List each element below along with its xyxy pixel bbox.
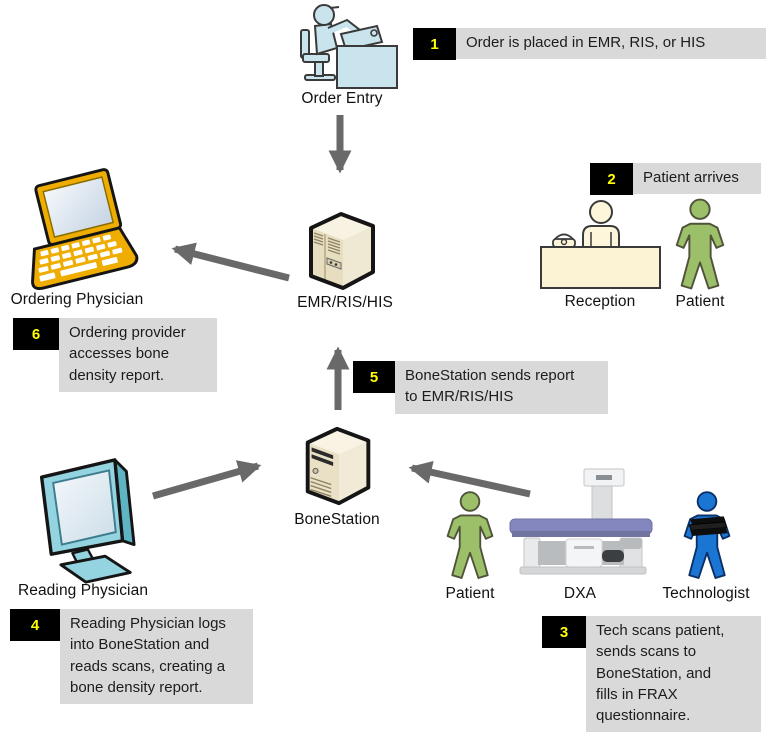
technologist-label: Technologist xyxy=(662,585,750,602)
ordering-physician-label: Ordering Physician xyxy=(10,291,144,308)
step-6-text: Ordering provider accesses bone density … xyxy=(59,318,217,392)
order-entry-icon xyxy=(283,2,401,90)
order-entry-label: Order Entry xyxy=(301,90,383,107)
step-3-text: Tech scans patient, sends scans to BoneS… xyxy=(586,616,761,733)
emr-server-icon xyxy=(303,202,381,294)
ordering-physician-icon xyxy=(18,168,139,291)
step-6-callout: 6 Ordering provider accesses bone densit… xyxy=(13,318,217,392)
step-3-number: 3 xyxy=(542,616,586,648)
arrow-dxa-to-bonestation xyxy=(408,460,531,498)
reading-physician-label: Reading Physician xyxy=(17,582,149,599)
step-6-number: 6 xyxy=(13,318,59,350)
patient-top-label: Patient xyxy=(675,293,725,310)
step-2-callout: 2 Patient arrives xyxy=(590,163,761,195)
bonestation-label: BoneStation xyxy=(294,511,380,528)
step-4-text: Reading Physician logs into BoneStation … xyxy=(60,609,253,705)
emr-label: EMR/RIS/HIS xyxy=(297,294,393,311)
dxa-icon xyxy=(508,467,658,585)
chart-stack-icon xyxy=(688,516,728,536)
step-2-number: 2 xyxy=(590,163,633,195)
step-5-text: BoneStation sends report to EMR/RIS/HIS xyxy=(395,361,608,414)
patient-top-icon xyxy=(671,198,729,292)
patient-bottom-icon xyxy=(442,490,498,582)
technologist-icon xyxy=(679,490,735,582)
reception-label: Reception xyxy=(564,293,636,310)
step-1-number: 1 xyxy=(413,28,456,60)
step-2-text: Patient arrives xyxy=(633,163,761,195)
step-3-callout: 3 Tech scans patient, sends scans to Bon… xyxy=(542,616,761,733)
arrow-readingphysician-to-bonestation xyxy=(152,460,262,500)
step-1-text: Order is placed in EMR, RIS, or HIS xyxy=(456,28,766,60)
step-5-number: 5 xyxy=(353,361,395,393)
step-4-callout: 4 Reading Physician logs into BoneStatio… xyxy=(10,609,253,705)
reading-physician-icon xyxy=(28,456,140,586)
dxa-label: DXA xyxy=(563,585,597,602)
patient-bottom-label: Patient xyxy=(445,585,495,602)
bonestation-icon xyxy=(301,421,377,511)
arrow-emr-to-orderingphysician xyxy=(171,242,290,282)
step-5-callout: 5 BoneStation sends report to EMR/RIS/HI… xyxy=(353,361,608,414)
step-4-number: 4 xyxy=(10,609,60,641)
step-1-callout: 1 Order is placed in EMR, RIS, or HIS xyxy=(413,28,766,60)
reception-icon xyxy=(538,196,663,291)
